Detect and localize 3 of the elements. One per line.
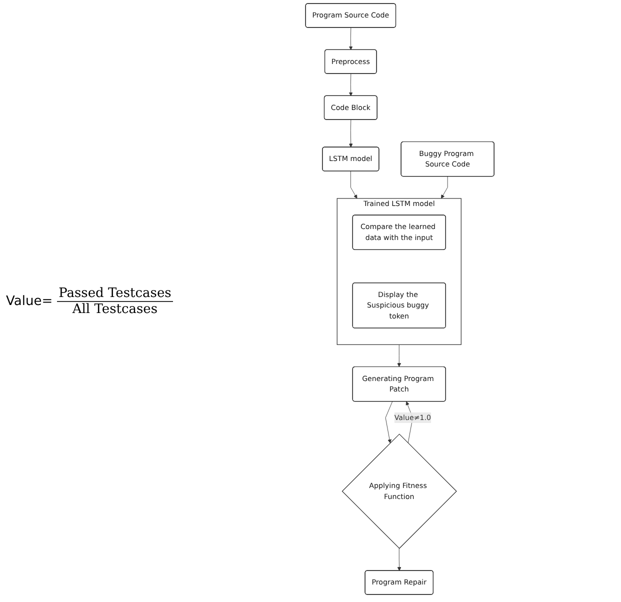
fraction-numerator: Passed Testcases	[56, 286, 174, 302]
fraction-denominator: All Testcases	[72, 302, 158, 316]
formula-text: Value=	[6, 294, 53, 308]
